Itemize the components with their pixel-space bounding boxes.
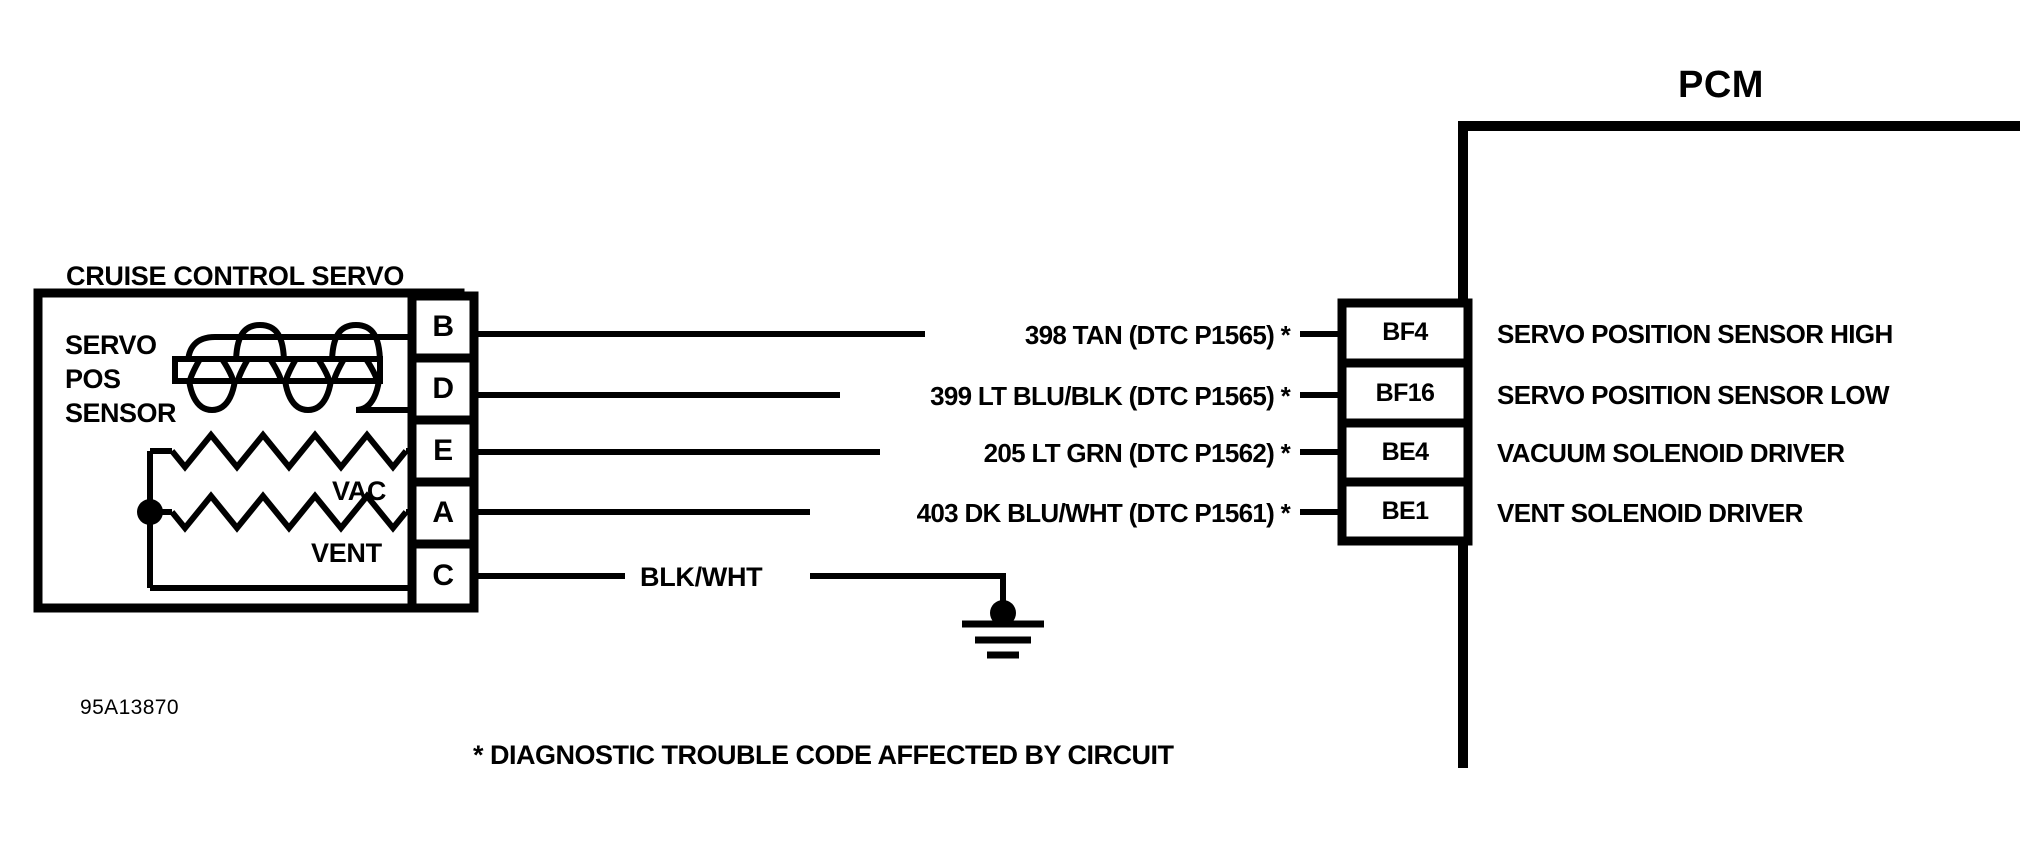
servo-pin-label-D: D <box>432 372 454 405</box>
pcm-pin-description-BE1: VENT SOLENOID DRIVER <box>1497 498 1803 528</box>
pcm-pin-label-BE4: BE4 <box>1381 438 1429 466</box>
vacuum-solenoid-label: VAC <box>332 476 387 506</box>
footnote-dtc-affected: * DIAGNOSTIC TROUBLE CODE AFFECTED BY CI… <box>473 740 1174 770</box>
servo-pin-label-B: B <box>432 310 454 343</box>
servo-pin-label-E: E <box>433 434 453 467</box>
ground-branch <box>810 573 1044 659</box>
servo-pin-label-C: C <box>432 559 454 592</box>
ground-wire <box>810 573 1006 607</box>
drawing-number: 95A13870 <box>80 696 179 719</box>
pcm-pin-label-BF16: BF16 <box>1375 379 1435 407</box>
pcm-pin-description-BF16: SERVO POSITION SENSOR LOW <box>1497 380 1890 410</box>
servo-pin-label-A: A <box>432 496 454 529</box>
servo-pos-sensor-label-line-3: SENSOR <box>65 398 177 428</box>
servo-pos-sensor-label-line-1: SERVO <box>65 330 157 360</box>
servo-pos-sensor-label-line-2: POS <box>65 364 121 394</box>
page-title-pcm: PCM <box>1678 64 1764 106</box>
wire-label-398-tan: 398 TAN (DTC P1565) * <box>1024 320 1291 350</box>
pcm-pin-label-BF4: BF4 <box>1382 318 1428 346</box>
servo-position-sensor-symbol <box>172 321 420 414</box>
wire-runs-left <box>474 331 925 579</box>
wire-stubs-right <box>1300 331 1342 515</box>
wire-label-399-lt-blu-blk: 399 LT BLU/BLK (DTC P1565) * <box>930 381 1291 411</box>
ground-junction-dot <box>990 600 1016 626</box>
wire-label-blk-wht: BLK/WHT <box>640 562 763 592</box>
wire-label-205-lt-grn: 205 LT GRN (DTC P1562) * <box>983 438 1291 468</box>
pcm-pin-label-BE1: BE1 <box>1381 497 1429 525</box>
page-title-cruise-control-servo: CRUISE CONTROL SERVO <box>66 261 405 291</box>
vent-solenoid-label: VENT <box>311 538 382 568</box>
pcm-pin-description-BF4: SERVO POSITION SENSOR HIGH <box>1497 319 1893 349</box>
solenoid-junction-dot <box>137 499 163 525</box>
pcm-pin-description-BE4: VACUUM SOLENOID DRIVER <box>1497 438 1845 468</box>
wire-label-403-dk-blu-wht: 403 DK BLU/WHT (DTC P1561) * <box>916 498 1291 528</box>
pcm-pin-cell-BE1 <box>1337 477 1473 546</box>
pcm-connector-block <box>1337 298 1473 546</box>
